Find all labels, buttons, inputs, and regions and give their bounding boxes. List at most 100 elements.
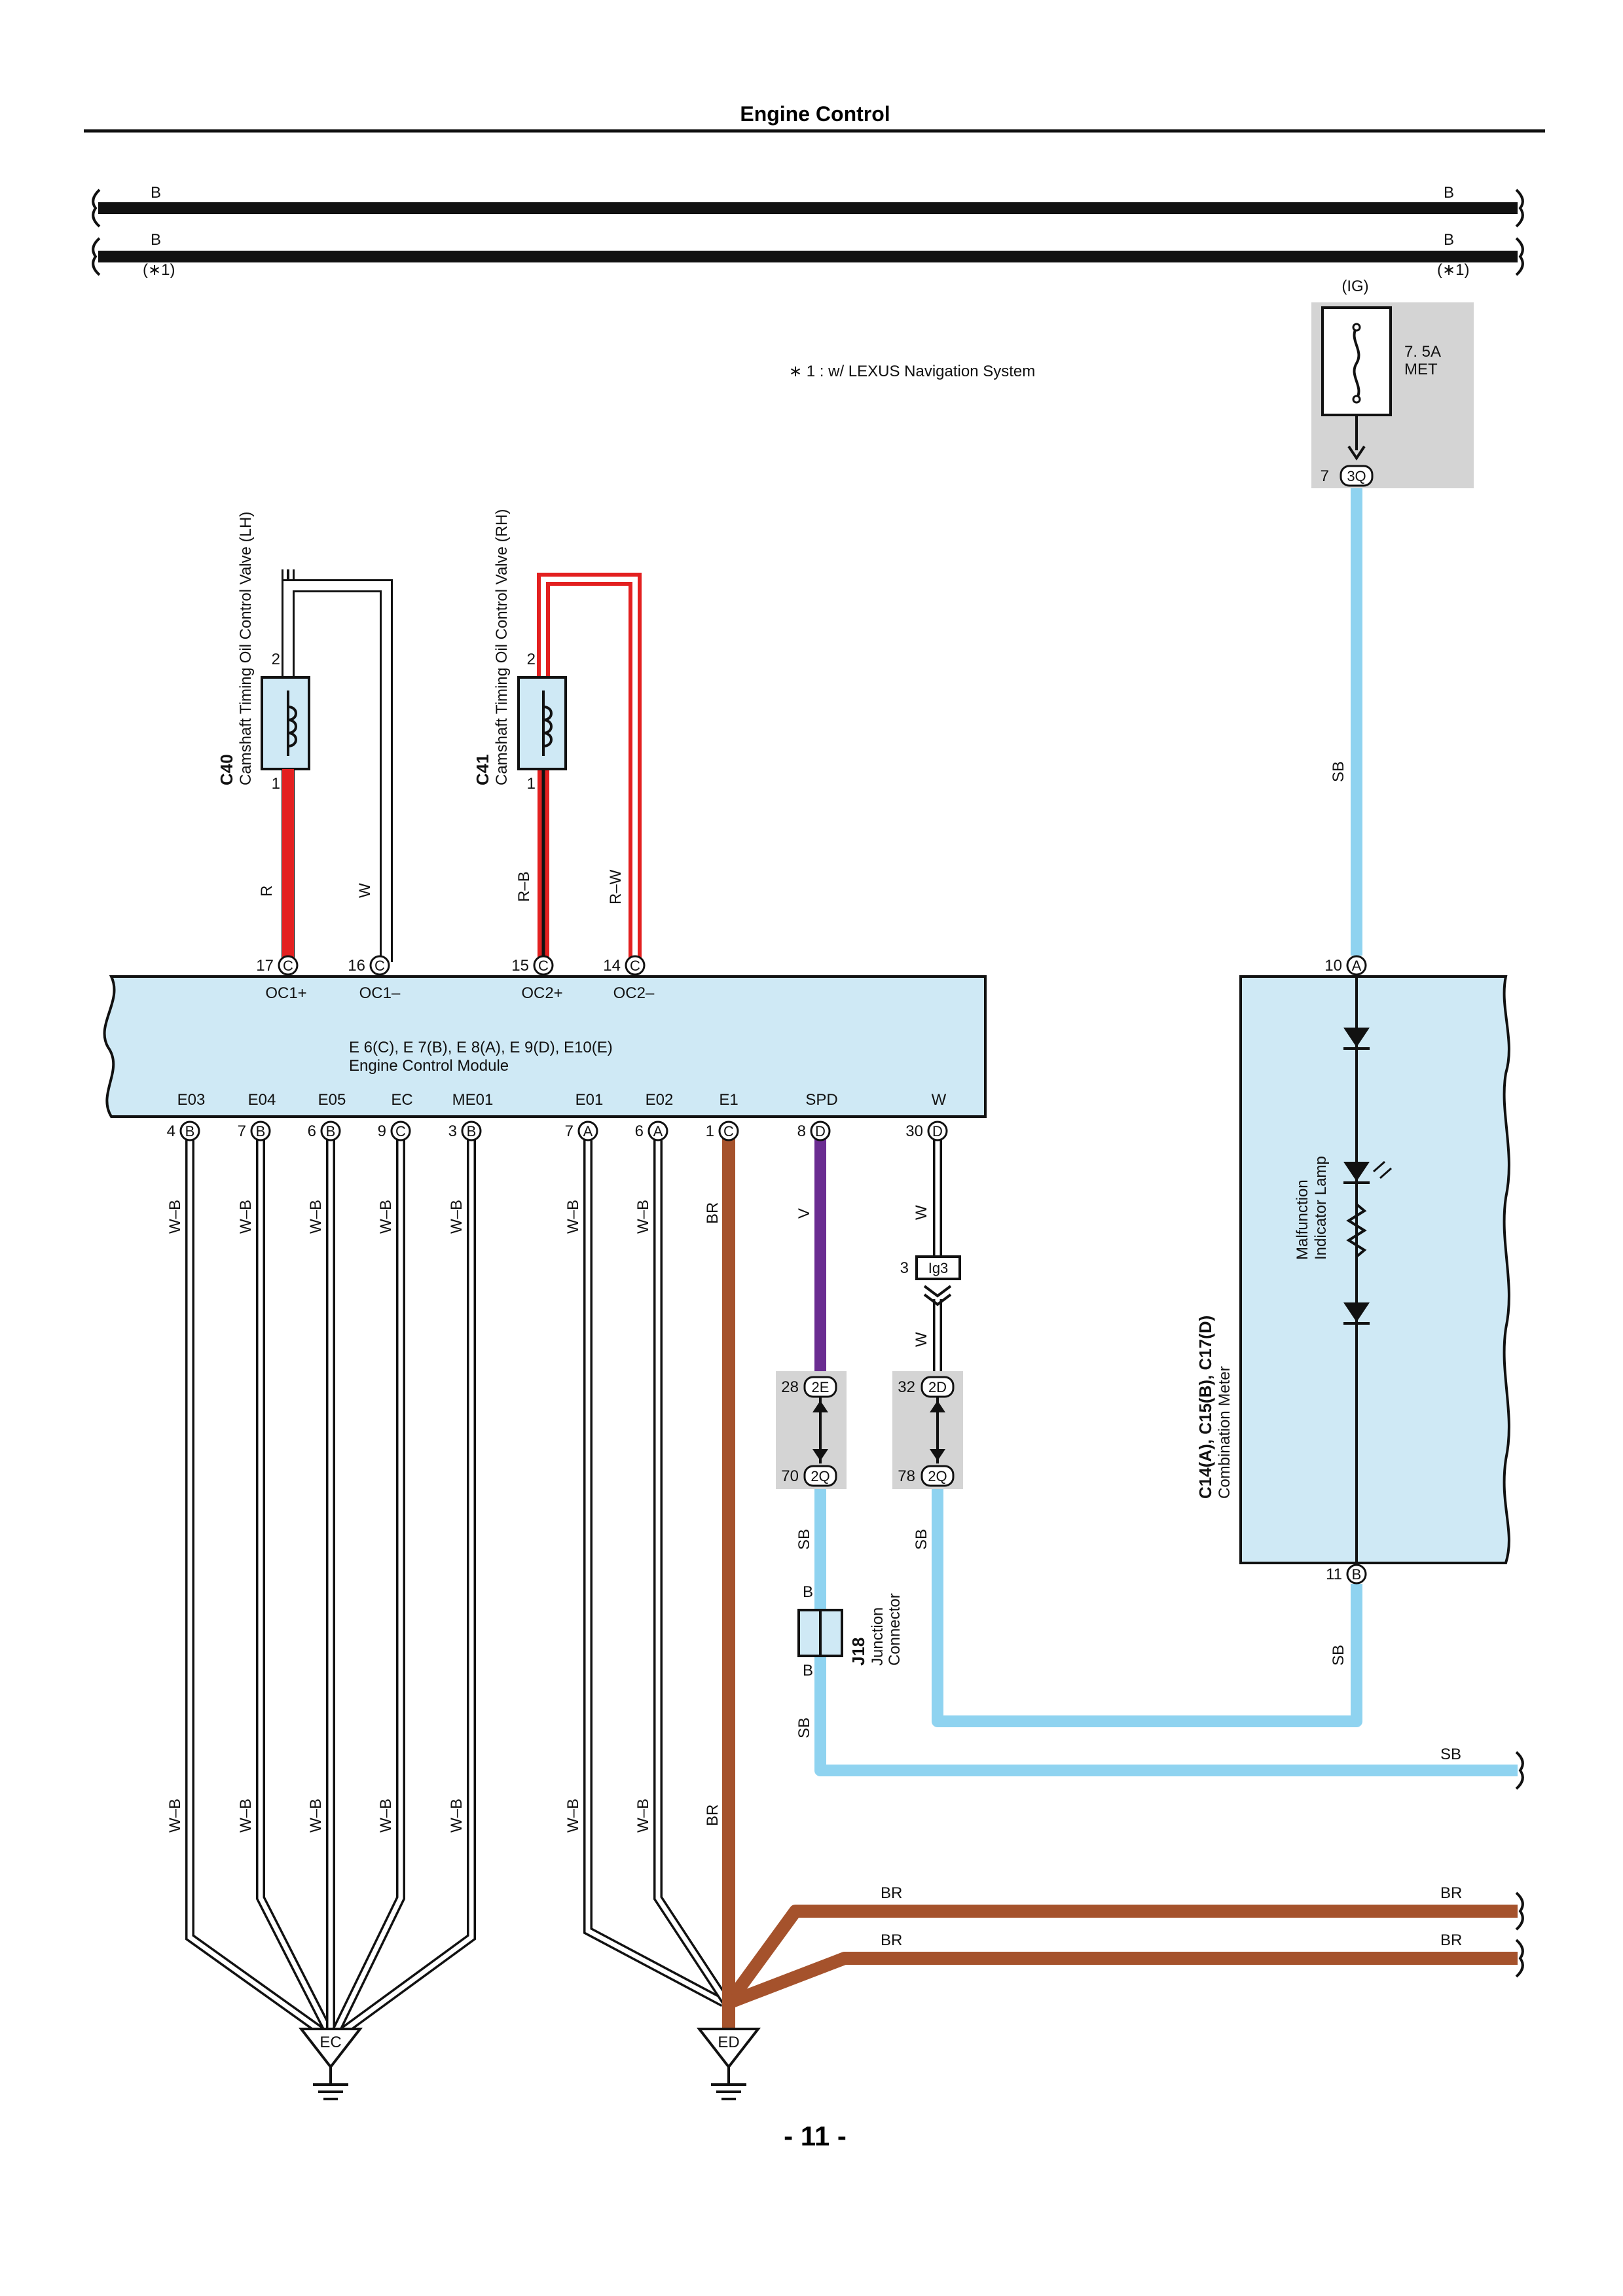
wire-color-label: BR [1440,1884,1462,1902]
light-rays-icon [1373,1160,1392,1179]
pin-number: 7 [565,1122,574,1140]
break-mark [1515,1751,1524,1790]
ecm-pin-e02: E02 A 6 [635,1091,674,1141]
junction-2d-2q: 2D 32 2Q 78 [892,1371,963,1489]
sb-wire-out [814,1656,1518,1776]
break-mark-left-1 [92,188,101,228]
ecm-wire-labels-upper: W–B W–B W–B W–B W–B W–B W–B BR V W [166,1200,930,1234]
ecm-wire-labels-lower: W–B W–B W–B W–B W–B W–B W–B BR [166,1799,721,1833]
connector-pin [320,1121,341,1141]
r-w-wire-stripe [541,577,638,962]
pin-number: 8 [797,1122,806,1140]
wire-color-label: R–B [515,871,533,902]
connector-pin [461,1121,482,1141]
wire-color-label: B [1444,184,1454,202]
connector-pin [1346,955,1367,976]
ecm-pin-me01: ME01 B 3 [448,1091,494,1141]
connector-code: D [815,1123,826,1139]
connector-pin [577,1121,598,1141]
wire-color-label: SB [913,1529,930,1550]
wire-color-label: W–B [237,1799,255,1833]
terminal-label: OC2+ [521,984,562,1002]
ecm-pin-e01: E01 A 7 [565,1091,603,1141]
connector-code: B [467,1123,477,1139]
ecm-pin-e05: E05 B 6 [308,1091,346,1141]
wire-color-label: R–W [607,869,625,905]
wire-color-label: W [356,883,374,898]
wb-wire [655,1131,729,2004]
br-wire-out-1 [723,1905,1518,2007]
component-name: Camshaft Timing Oil Control Valve (LH) [237,512,255,785]
ecm-name: Engine Control Module [349,1057,509,1075]
ecm-bottom-pins: E03 B 4 E04 B 7 E05 B 6 EC C 9 ME01 B 3 [167,1091,948,1141]
pin-number: 3 [448,1122,457,1140]
terminal-label: E02 [646,1091,674,1109]
pin-number: 11 [1326,1566,1342,1583]
connector-pin [927,1121,948,1141]
component-name-line2: Connector [886,1593,903,1666]
connector-pin [810,1121,831,1141]
pin-number: 14 [603,957,621,975]
connector-pin [1340,465,1374,487]
connector-pin [647,1121,668,1141]
pin-number: 6 [308,1122,316,1140]
fuse-met: (IG) 7. 5A MET 3Q 7 [1311,278,1474,488]
diode-icon [1343,1302,1370,1322]
wb-wire [258,1131,333,2037]
ecm-top-pin-oc1plus: C 17 OC1+ [256,955,307,1002]
connector-code: B [326,1123,336,1139]
terminal-label: ME01 [452,1091,494,1109]
wb-wires-ed: BR BR BR BR [583,1131,1524,2009]
pin-label: B [803,1583,813,1601]
led-lamp-icon [1343,1162,1370,1181]
pin-number: 15 [511,957,529,975]
wire-color-label: W–B [377,1799,395,1833]
connector-code: 2Q [811,1468,830,1484]
connector-code: 3Q [1347,468,1366,484]
connector-arrow-icon [923,1285,952,1306]
connector-pin [803,1465,837,1487]
connector-code: C [374,958,385,974]
pin-number: 1 [706,1122,714,1140]
terminal-label: E05 [318,1091,346,1109]
connector-pin [1346,1564,1367,1585]
wb-wire [585,1131,725,2005]
component-id: C41 [473,754,492,785]
wire-color-label: V [795,1208,813,1219]
ecm-top-pin-oc1minus: C 16 OC1– [348,955,401,1002]
br-wire-out-2 [726,1952,1518,2009]
break-mark-left-2 [92,237,101,276]
wire-color-label: W–B [564,1200,582,1234]
lamp-label-line1: Malfunction [1294,1179,1311,1260]
wb-wire [335,1131,474,2037]
component-id: C14(A), C15(B), C17(D) [1195,1316,1215,1499]
connector-code: C [283,958,293,974]
connector-pin [278,955,299,976]
component-name-line1: Junction [869,1607,886,1666]
pin-number: 3 [900,1259,909,1277]
ground-triangle-icon [696,2028,761,2070]
valve-c40: 2 1 C40 Camshaft Timing Oil Control Valv… [217,512,393,962]
pin-number: 1 [272,775,280,793]
wb-wire [331,1131,403,2037]
terminal-label: EC [391,1091,412,1109]
variant-note-label: (∗1) [143,261,175,279]
ground-ed: ED [696,2003,761,2100]
wire-color-label: W–B [448,1200,465,1234]
ig3-box [915,1255,961,1280]
connector-code: 2Q [928,1468,947,1484]
break-mark-right-1 [1515,188,1524,228]
solenoid-box [261,676,310,770]
connector-code: A [653,1123,663,1139]
wire-color-label: W–B [634,1200,652,1234]
pin-number: 17 [256,957,274,975]
ground-triangle-icon [298,2028,363,2070]
connector-code: A [583,1123,593,1139]
resistor-icon [1346,1203,1367,1258]
pin-label: B [803,1662,813,1679]
fuse-circuit-label: (IG) [1341,278,1368,295]
meter-body [1239,975,1510,1564]
engine-control-module: E 6(C), E 7(B), E 8(A), E 9(D), E10(E) E… [103,975,987,1118]
fuse-icon [1353,326,1360,401]
valve-c41: 2 1 C41 Camshaft Timing Oil Control Valv… [473,509,642,962]
